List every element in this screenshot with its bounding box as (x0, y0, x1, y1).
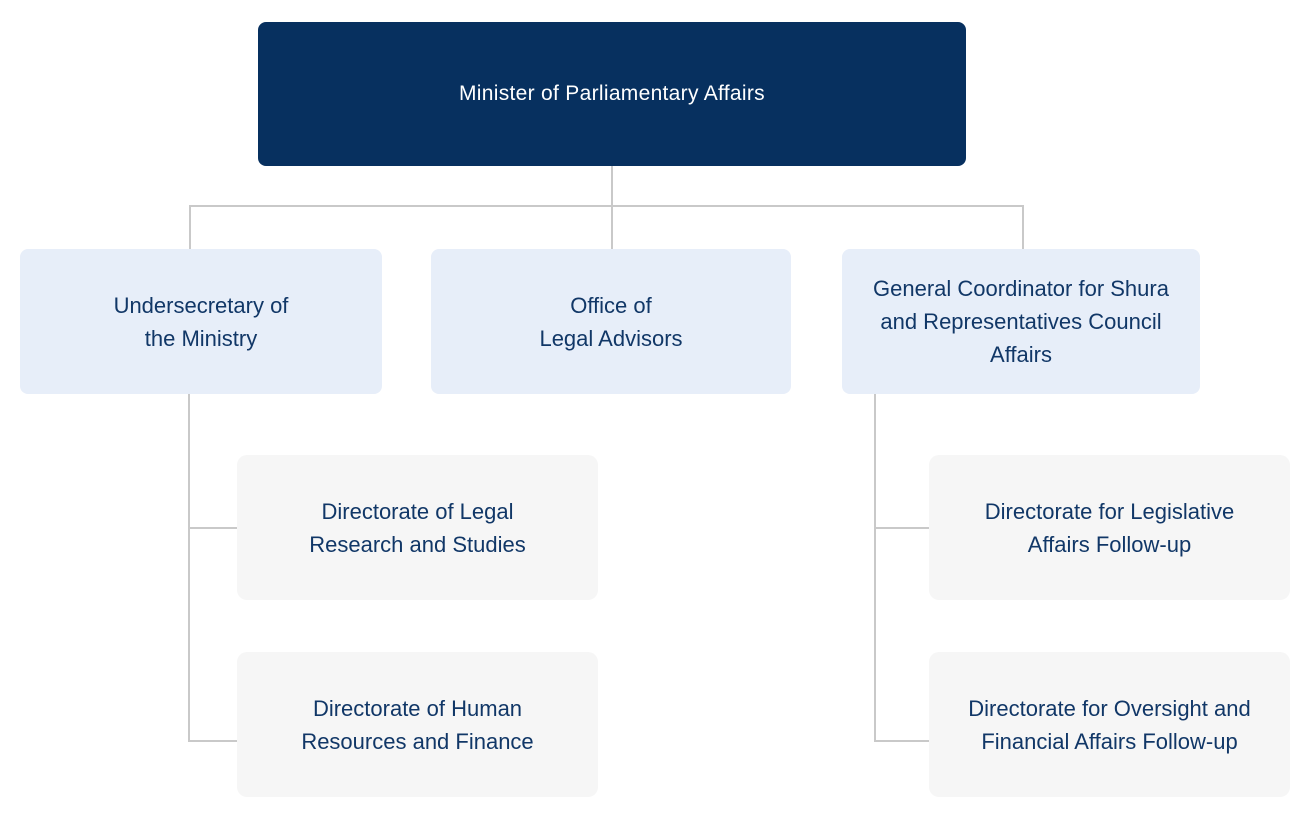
connector-left-spine (188, 394, 190, 742)
org-node-legal-advisors: Office of Legal Advisors (431, 249, 791, 394)
org-node-legal-research-line2: Research and Studies (309, 531, 526, 557)
org-node-undersecretary-line1: Undersecretary of (113, 292, 289, 318)
org-node-legal-research-line1: Directorate of Legal (321, 498, 514, 524)
org-node-hr-finance: Directorate of Human Resources and Finan… (237, 652, 598, 797)
connector-right-branch-top (874, 527, 929, 529)
org-node-oversight-followup-line2: Financial Affairs Follow-up (981, 728, 1238, 754)
org-node-general-coordinator: General Coordinator for Shura and Repres… (842, 249, 1200, 394)
org-node-legal-research: Directorate of Legal Research and Studie… (237, 455, 598, 600)
org-node-general-coordinator-line1: General Coordinator for Shura (873, 276, 1169, 301)
connector-main-horizontal (189, 205, 1024, 207)
org-node-legislative-followup-line2: Affairs Follow-up (1027, 531, 1192, 557)
connector-right-spine (874, 394, 876, 742)
org-node-undersecretary: Undersecretary of the Ministry (20, 249, 382, 394)
connector-root-drop (611, 166, 613, 249)
org-node-legal-advisors-line2: Legal Advisors (539, 325, 683, 351)
org-node-legislative-followup-line1: Directorate for Legislative (984, 498, 1235, 524)
org-node-hr-finance-line2: Resources and Finance (301, 728, 534, 754)
org-node-legislative-followup: Directorate for Legislative Affairs Foll… (929, 455, 1290, 600)
connector-left-branch-top (188, 527, 237, 529)
connector-right-branch-bottom (874, 740, 929, 742)
org-node-minister-label: Minister of Parliamentary Affairs (459, 82, 765, 105)
connector-drop-general-coordinator (1022, 205, 1024, 249)
org-node-minister: Minister of Parliamentary Affairs (258, 22, 966, 166)
org-node-oversight-followup-line1: Directorate for Oversight and (968, 695, 1251, 721)
org-node-hr-finance-line1: Directorate of Human (312, 695, 523, 721)
connector-drop-undersecretary (189, 205, 191, 249)
org-node-legal-advisors-line1: Office of (570, 292, 652, 318)
org-node-oversight-followup: Directorate for Oversight and Financial … (929, 652, 1290, 797)
connector-left-branch-bottom (188, 740, 237, 742)
org-node-undersecretary-line2: the Ministry (144, 325, 258, 351)
org-node-general-coordinator-line2: and Representatives Council Affairs (880, 309, 1162, 367)
